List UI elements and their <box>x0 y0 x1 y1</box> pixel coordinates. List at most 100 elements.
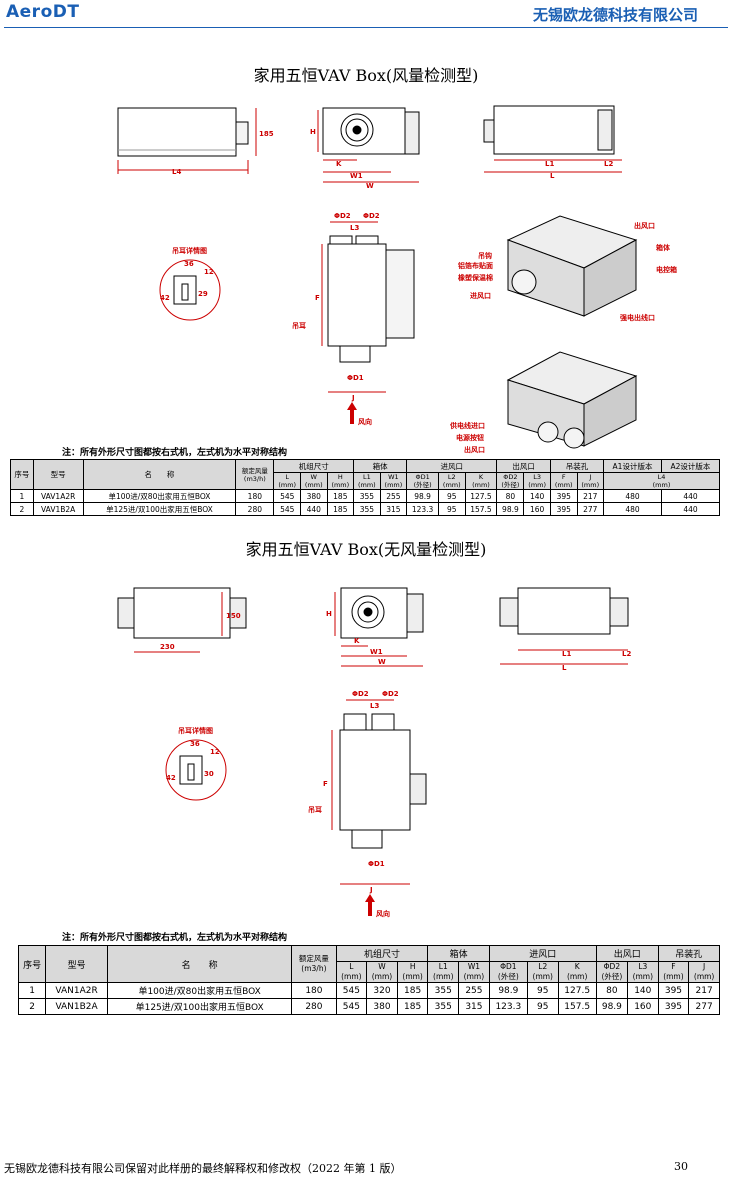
th-sub: L3(mm) <box>626 961 659 983</box>
table-cell: 1 <box>10 489 34 503</box>
th-sub: L4(mm) <box>603 472 720 490</box>
th-unit: 机组尺寸 <box>335 945 429 962</box>
table-cell: 95 <box>438 489 466 503</box>
table-cell: 185 <box>326 489 355 503</box>
th-hang: 吊装孔 <box>549 459 605 473</box>
detail-36: 36 <box>184 260 194 268</box>
table-cell: 2 <box>10 502 34 516</box>
table-cell: 315 <box>458 998 490 1015</box>
table-cell: 395 <box>657 998 690 1015</box>
callout-power-out: 强电出线口 <box>620 313 655 322</box>
table-cell: 127.5 <box>464 489 498 503</box>
th-idx: 序号 <box>17 945 47 983</box>
th-sub: L1(mm) <box>427 961 460 983</box>
callout-power-in: 供电线进口 <box>449 421 485 430</box>
dim-185: 185 <box>259 130 274 138</box>
table-cell: 80 <box>595 982 628 999</box>
table-cell: 160 <box>626 998 659 1015</box>
section1-drawings: L4 185 H K W1 W L1 L2 L ΦD2 ΦD2 L3 ΦD1 J… <box>117 105 677 454</box>
callout-box: 箱体 <box>656 243 671 252</box>
th-sub: H(mm) <box>326 472 355 490</box>
section1-note: 注：所有外形尺寸图都按右式机，左式机为水平对称结构 <box>62 448 288 458</box>
th-sub: W1(mm) <box>458 961 490 983</box>
callout-control: 电控箱 <box>656 265 677 274</box>
table-cell: 545 <box>273 489 301 503</box>
table-cell: 355 <box>353 489 381 503</box>
dim-K: K <box>354 637 360 645</box>
dim-L2: L2 <box>622 650 631 658</box>
detail-42: 42 <box>160 294 170 302</box>
section2-spec-table: 序号 型号 名 称 额定风量(m3/h) 机组尺寸 箱体 进风口 出风口 吊装孔… <box>17 945 721 1015</box>
table-cell: 355 <box>427 982 460 999</box>
th-sub: J(mm) <box>576 472 605 490</box>
callout-insulation: 橡塑保温棉 <box>458 273 493 282</box>
table-cell: 255 <box>379 489 408 503</box>
dim-D1: ΦD1 <box>347 374 364 382</box>
th-sub: ΦD1(外径) <box>488 961 528 983</box>
dim-W1: W1 <box>370 648 383 656</box>
section1-spec-table: 序号 型号 名 称 额定风量(m3/h) 机组尺寸 箱体 进风口 出风口 吊装孔… <box>10 459 721 516</box>
table-cell: 395 <box>549 502 578 516</box>
th-name: 名 称 <box>82 459 237 490</box>
table-cell: 380 <box>300 489 328 503</box>
table-cell: 160 <box>523 502 551 516</box>
dim-F: F <box>315 294 320 302</box>
detail-12: 12 <box>204 268 214 276</box>
table-cell: 180 <box>235 489 275 503</box>
th-box: 箱体 <box>427 945 490 962</box>
table-cell: VAV1A2R <box>32 489 84 503</box>
callout-outlet: 出风口 <box>634 221 655 230</box>
th-sub: H(mm) <box>396 961 429 983</box>
dim-K: K <box>336 160 342 168</box>
table-cell: 277 <box>688 998 720 1015</box>
table-cell: 98.9 <box>488 982 528 999</box>
table-cell: 320 <box>366 982 398 999</box>
th-sub: L2(mm) <box>438 472 466 490</box>
company-name: 无锡欧龙德科技有限公司 <box>532 6 698 24</box>
section2-title: 家用五恒VAV Box(无风量检测型) <box>245 540 487 559</box>
table-cell: 95 <box>438 502 466 516</box>
table-cell: 395 <box>549 489 578 503</box>
table-cell: 480 <box>603 489 662 503</box>
table-cell: 98.9 <box>595 998 628 1015</box>
dim-D2b: ΦD2 <box>382 690 399 698</box>
th-sub: W1(mm) <box>379 472 408 490</box>
table-cell: 95 <box>526 998 559 1015</box>
dim-D2b: ΦD2 <box>363 212 380 220</box>
table-cell: 217 <box>576 489 605 503</box>
dim-J: J <box>369 886 373 894</box>
dim-L1: L1 <box>545 160 554 168</box>
th-flow: 额定风量(m3/h) <box>291 945 337 983</box>
dim-W: W <box>378 658 386 666</box>
table-cell: 157.5 <box>557 998 597 1015</box>
th-sub: L(mm) <box>273 472 301 490</box>
table-cell: 单125进/双100出家用五恒BOX <box>106 998 293 1015</box>
th-sub: L(mm) <box>335 961 368 983</box>
dim-L3: L3 <box>350 224 359 232</box>
section2-note: 注：所有外形尺寸图都按右式机，左式机为水平对称结构 <box>62 933 288 943</box>
dim-L3: L3 <box>370 702 379 710</box>
th-sub: J(mm) <box>688 961 720 983</box>
table-cell: 545 <box>273 502 301 516</box>
airflow-label: 风向 <box>358 417 372 426</box>
table-cell: 2 <box>17 998 47 1015</box>
table-cell: 355 <box>427 998 460 1015</box>
th-sub: K(mm) <box>557 961 597 983</box>
table-cell: VAN1A2R <box>45 982 108 999</box>
table-cell: 217 <box>688 982 720 999</box>
section1-title: 家用五恒VAV Box(风量检测型) <box>253 66 479 85</box>
table-cell: 355 <box>353 502 381 516</box>
th-sub: L3(mm) <box>523 472 551 490</box>
th-a1: A1设计版本 <box>603 459 662 473</box>
dim-L: L <box>550 172 555 180</box>
callout-inlet: 进风口 <box>470 291 491 300</box>
th-outlet: 出风口 <box>496 459 551 473</box>
dim-F: F <box>323 780 328 788</box>
table-cell: 157.5 <box>464 502 498 516</box>
dim-D2a: ΦD2 <box>334 212 351 220</box>
table-cell: 单100进/双80出家用五恒BOX <box>82 489 237 503</box>
